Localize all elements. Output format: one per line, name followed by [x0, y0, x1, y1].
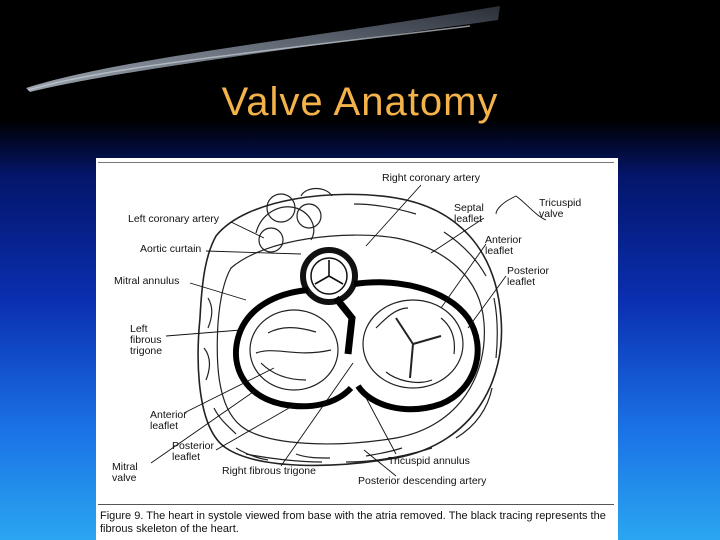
label-tricuspid-annulus: Tricuspid annulus — [388, 455, 470, 467]
label-mitral-annulus: Mitral annulus — [114, 275, 180, 287]
label-mitral-valve: Mitral valve — [112, 461, 138, 484]
label-anterior-leaflet-tricuspid: Anterior leaflet — [485, 234, 522, 257]
label-right-fibrous-trigone: Right fibrous trigone — [222, 465, 316, 477]
figure-top-rule — [98, 162, 614, 163]
label-posterior-leaflet-mitral: Posterior leaflet — [172, 440, 215, 463]
label-posterior-descending-artery: Posterior descending artery — [358, 475, 487, 487]
label-posterior-leaflet-tricuspid: Posterior leaflet — [507, 265, 550, 288]
slide-title: Valve Anatomy — [221, 80, 499, 124]
label-anterior-leaflet-mitral: Anterior leaflet — [150, 409, 187, 432]
label-aortic-curtain: Aortic curtain — [140, 243, 202, 255]
label-left-coronary-artery: Left coronary artery — [128, 213, 220, 225]
title-swoosh-decoration — [26, 6, 500, 92]
figure-caption: Figure 9. The heart in systole viewed fr… — [100, 510, 606, 535]
label-right-coronary-artery: Right coronary artery — [382, 172, 481, 184]
label-left-fibrous-trigone: Left fibrous trigone — [130, 323, 163, 357]
heart-base-illustration — [150, 184, 547, 477]
label-tricuspid-valve: Tricuspid valve — [539, 197, 582, 220]
caption-rule — [98, 504, 614, 505]
heart-valve-figure: Right coronary artery Left coronary arte… — [96, 158, 618, 540]
label-septal-leaflet: Septal leaflet — [454, 202, 484, 225]
